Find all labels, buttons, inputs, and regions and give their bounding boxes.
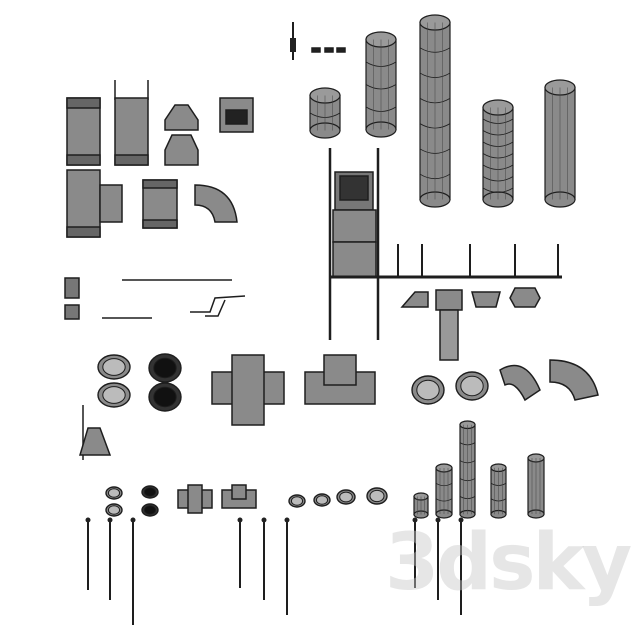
rect-duct-flange: [142, 219, 178, 229]
mini-elbow-inner: [369, 489, 385, 503]
trapezoid-fitting: [471, 291, 501, 308]
cable-bent: [190, 295, 246, 313]
wedge-fitting: [400, 291, 429, 308]
mini-cross-branch: [187, 484, 203, 514]
duct-section: [332, 209, 377, 243]
rect-duct-flange: [114, 154, 149, 166]
rect-drop: [439, 309, 459, 361]
round-cross-branch: [231, 354, 265, 426]
rect-duct-flange: [142, 179, 178, 189]
rect-tee-main: [66, 169, 101, 238]
rect-duct-flange: [66, 226, 101, 238]
threaded-rod-cap: [284, 517, 290, 523]
fan-unit-inner: [153, 357, 177, 379]
cable-bent: [205, 299, 226, 317]
fan-unit-inner: [153, 386, 177, 408]
mini-ring-inner: [290, 496, 304, 506]
mini-fan-inner: [143, 487, 157, 497]
junction-box: [64, 277, 80, 299]
round-elbow-90: [549, 359, 599, 401]
round-coupling-inner: [102, 358, 126, 376]
round-elbow-45: [499, 364, 541, 402]
threaded-rod-cap: [85, 517, 91, 523]
watermark: 3dsky: [385, 518, 632, 608]
rect-duct-flange: [66, 154, 101, 166]
threaded-rod-cap: [435, 517, 441, 523]
threaded-rod-cap: [107, 517, 113, 523]
threaded-rod-cap: [237, 517, 243, 523]
mini-fitting: [311, 47, 321, 53]
mini-fan-inner: [143, 505, 157, 515]
plenum-opening: [339, 175, 369, 201]
round-ring-inner: [460, 375, 484, 397]
mini-ring-inner: [315, 495, 329, 505]
rect-duct-opening: [225, 109, 248, 125]
threaded-rod-cap: [130, 517, 136, 523]
transition-reducer: [164, 134, 199, 166]
rect-duct-straight: [66, 97, 101, 166]
duct-section: [332, 241, 377, 278]
damper-handle: [290, 38, 296, 52]
threaded-rod-cap: [458, 517, 464, 523]
threaded-rod-cap: [412, 517, 418, 523]
rect-elbow: [194, 184, 238, 223]
transition-hood: [164, 104, 199, 131]
round-reducer: [78, 427, 112, 456]
threaded-rod-cap: [261, 517, 267, 523]
mini-coupling-inner: [107, 488, 121, 498]
round-ring-inner: [416, 379, 440, 401]
rect-fitting-box: [435, 289, 463, 311]
mini-tee-branch: [231, 484, 247, 500]
rect-tee-branch: [99, 184, 123, 223]
mini-fitting: [336, 47, 346, 53]
hex-fitting: [509, 287, 541, 308]
round-tee-branch: [323, 354, 357, 386]
mini-coupling-inner: [107, 505, 121, 515]
round-coupling-inner: [102, 386, 126, 404]
junction-box: [64, 304, 80, 320]
rect-duct-flange: [66, 97, 101, 109]
mini-elbow-inner: [339, 491, 353, 503]
mini-fitting: [324, 47, 334, 53]
